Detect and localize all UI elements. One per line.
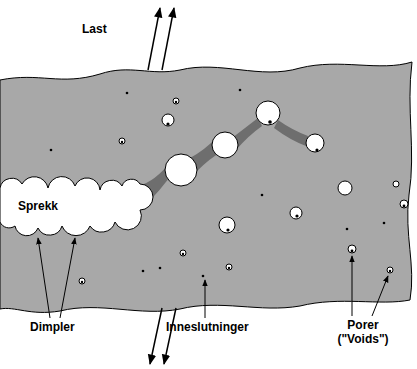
load-label: Last xyxy=(82,22,107,36)
inclusion xyxy=(50,89,406,283)
crack-label: Sprekk xyxy=(18,199,58,213)
crack xyxy=(0,177,153,236)
leader-line xyxy=(38,238,388,318)
material-plate xyxy=(0,62,412,312)
inclusion-label: Inneslutninger xyxy=(166,320,249,334)
void-label: Porer ("Voids") xyxy=(328,318,398,347)
ligament xyxy=(138,118,308,208)
load-arrow xyxy=(148,8,176,364)
dimple-label: Dimpler xyxy=(30,320,75,334)
void xyxy=(79,98,408,284)
